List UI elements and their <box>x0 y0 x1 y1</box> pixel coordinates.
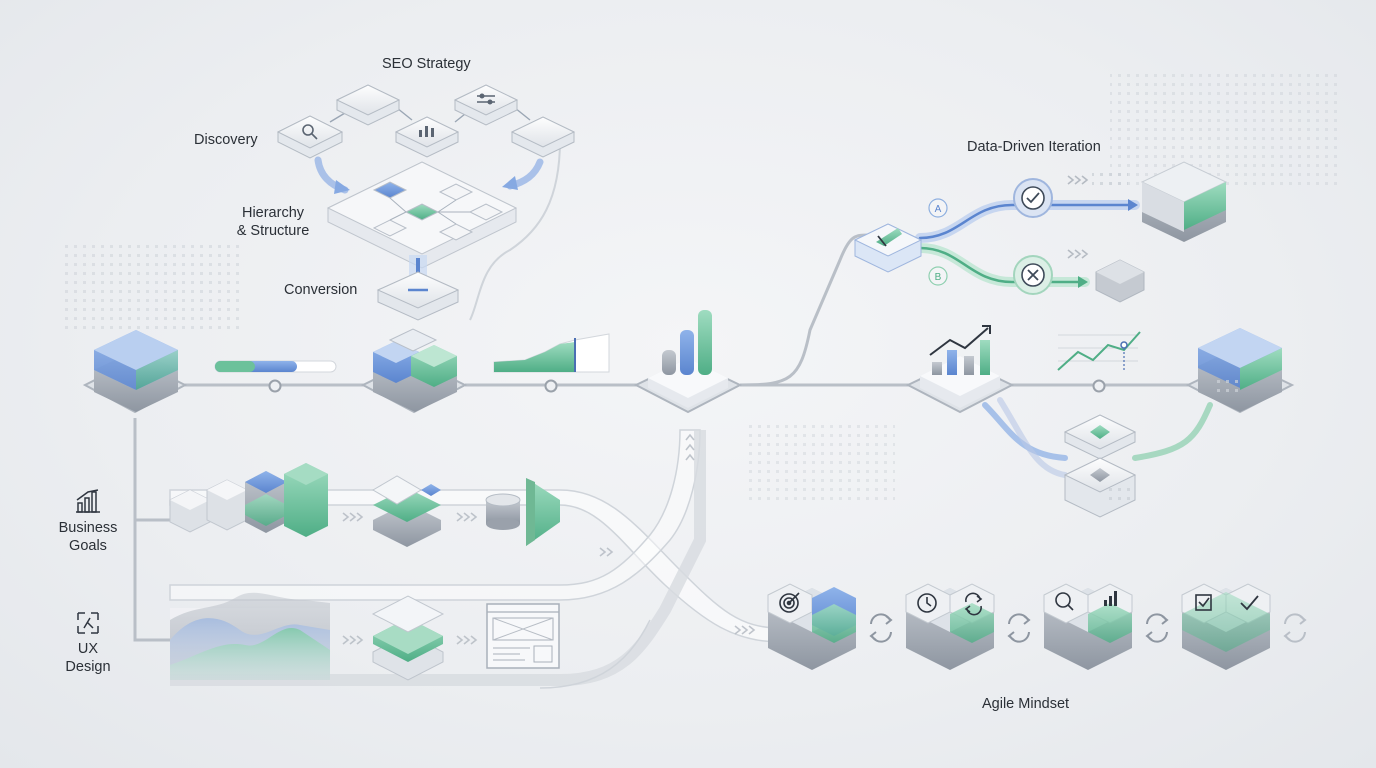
variant-a-label: A <box>935 204 942 215</box>
stage-node-5 <box>1185 328 1295 414</box>
bar-chart-icon <box>662 310 712 375</box>
main-timeline <box>133 233 1190 642</box>
stage-node-analytics <box>633 310 743 414</box>
sliders-icon <box>477 93 495 105</box>
ab-source-tile <box>853 223 923 273</box>
agile-block-1 <box>767 583 856 670</box>
target-icon <box>779 592 800 613</box>
stage-node-growth <box>905 325 1015 414</box>
loser-block <box>1095 259 1145 303</box>
chevron-markers-right <box>1067 175 1089 259</box>
hierarchy-nodes <box>372 181 504 241</box>
ab-paths <box>915 200 1140 287</box>
label-business-goals-line2: Goals <box>69 538 107 554</box>
stage-node-2 <box>360 328 468 414</box>
variant-a-badge <box>928 198 948 218</box>
layer-stack-1 <box>372 475 441 547</box>
tile-seo-2 <box>510 116 576 158</box>
dot-texture-ab <box>1092 172 1128 188</box>
label-business-goals-line1: Business <box>58 520 118 536</box>
business-goals-blocks <box>169 463 328 537</box>
check-icon <box>1013 178 1053 218</box>
dot-texture-right <box>1110 70 1340 190</box>
magnifier-icon <box>1055 592 1074 611</box>
refresh-icon <box>869 613 893 643</box>
check-icon <box>1240 595 1259 611</box>
refresh-icon <box>964 592 983 616</box>
refresh-icon <box>1283 613 1307 643</box>
agile-block-3 <box>1043 583 1133 670</box>
search-icon <box>302 124 318 140</box>
label-hierarchy-line2: & Structure <box>236 223 310 239</box>
tile-discovery-search <box>276 115 344 159</box>
feedback-loop <box>982 397 1213 478</box>
agile-block-4 <box>1181 583 1271 670</box>
cylinder <box>485 493 521 530</box>
winner-block <box>1140 161 1228 242</box>
progress-indicator <box>214 360 337 373</box>
dot-texture-middle <box>745 420 895 500</box>
label-conversion: Conversion <box>284 282 358 298</box>
clock-icon <box>917 593 937 613</box>
seo-curved-arrows <box>314 139 561 321</box>
timeline-nodes <box>268 379 1106 393</box>
agile-block-2 <box>905 583 995 670</box>
hierarchy-platform <box>326 161 518 269</box>
variant-b-badge <box>928 266 948 286</box>
label-data-driven-iteration: Data-Driven Iteration <box>967 139 1101 155</box>
bar-chart-icon <box>419 126 434 137</box>
dot-texture-left <box>60 240 240 330</box>
pen-nib-icon <box>876 228 902 247</box>
refresh-icon <box>1007 613 1031 643</box>
close-icon <box>1013 255 1053 295</box>
bar-chart-icon <box>1104 591 1117 606</box>
floating-line-chart <box>1057 331 1141 372</box>
funnel-prism <box>526 478 560 546</box>
label-ux-design-line1: UX <box>77 641 99 657</box>
label-agile-mindset: Agile Mindset <box>982 696 1070 712</box>
loop-tile-bottom <box>1063 457 1137 518</box>
loop-tile-top <box>1063 414 1137 460</box>
ab-path-arrows <box>1078 199 1138 288</box>
trend-up-icon <box>929 327 989 356</box>
ux-design-icon <box>77 612 99 634</box>
wireframe-icon <box>486 603 560 669</box>
tile-seo-1 <box>335 84 401 126</box>
conversion-tile <box>376 271 460 321</box>
label-seo-strategy: SEO Strategy <box>382 56 471 72</box>
checkbox-icon <box>1195 594 1212 611</box>
business-goals-icon <box>76 489 100 513</box>
mini-area-chart <box>493 333 610 373</box>
tile-seo-chart <box>394 116 460 158</box>
area-chart-panel <box>170 592 330 680</box>
tile-seo-sliders <box>453 84 519 126</box>
refresh-icon <box>1145 613 1169 643</box>
variant-b-label: B <box>935 272 942 283</box>
stage-node-1 <box>82 330 188 414</box>
label-hierarchy-line1: Hierarchy <box>241 205 305 221</box>
layer-stack-2 <box>371 595 445 681</box>
label-ux-design-line2: Design <box>65 659 111 675</box>
label-discovery: Discovery <box>194 132 258 148</box>
chevron-markers <box>342 433 756 645</box>
